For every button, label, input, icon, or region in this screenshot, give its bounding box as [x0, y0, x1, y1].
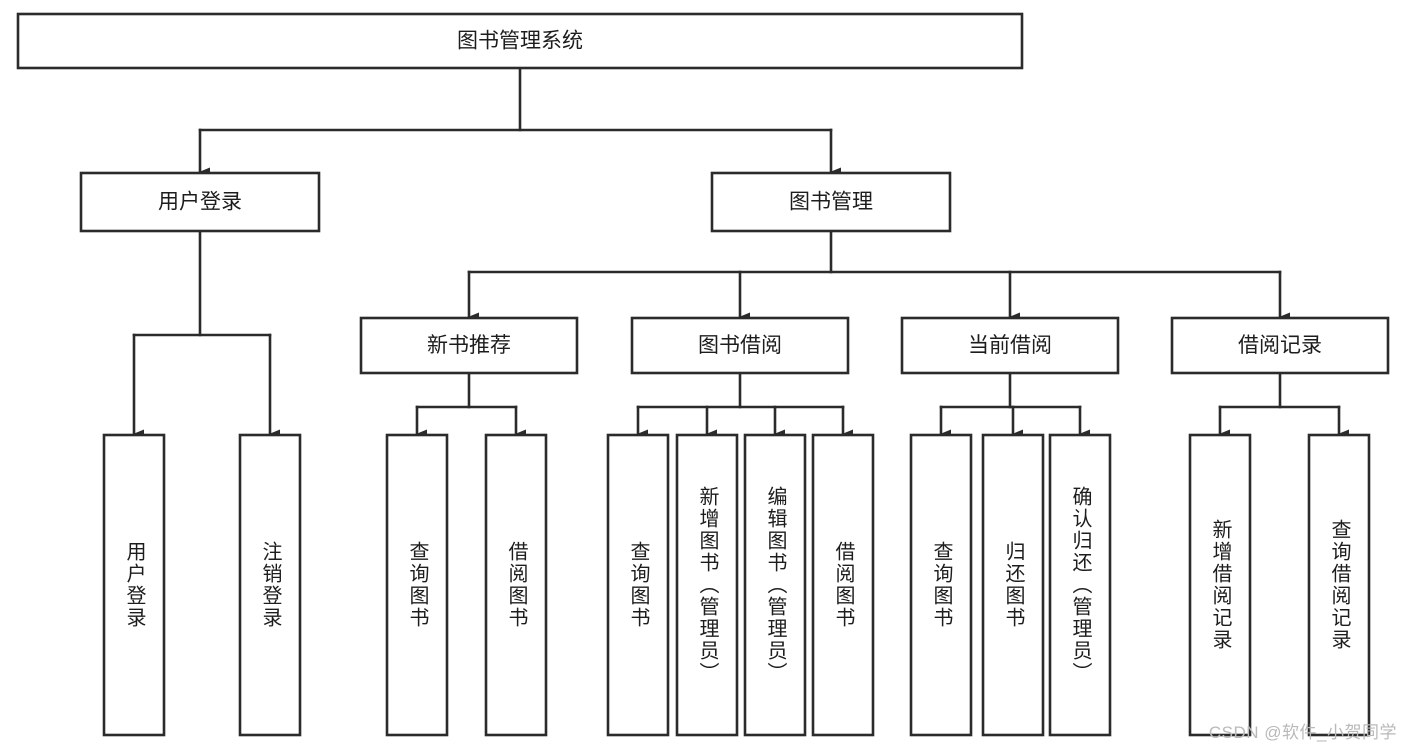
node-label-user-login: 用户登录 — [158, 191, 242, 214]
node-box-book-manage — [710, 171, 952, 233]
node-label-book-manage: 图书管理 — [789, 191, 873, 214]
node-label-new-book-recommend: 新书推荐 — [427, 334, 511, 357]
leaf-node-leaf-cb-confirm[interactable] — [1048, 433, 1112, 737]
leaf-box-leaf-br-query — [1307, 433, 1371, 737]
node-label-borrow-record: 借阅记录 — [1238, 334, 1322, 357]
leaf-node-leaf-bb-query[interactable] — [606, 433, 670, 737]
node-borrow-record[interactable]: 借阅记录 — [1170, 316, 1390, 375]
node-box-book-borrow — [630, 316, 850, 375]
node-label-book-borrow: 图书借阅 — [698, 334, 782, 357]
leaf-box-leaf-bb-query — [606, 433, 670, 737]
leaf-node-leaf-cb-query[interactable] — [909, 433, 973, 737]
leaf-box-leaf-cb-confirm — [1048, 433, 1112, 737]
leaf-node-leaf-nbr-borrow[interactable] — [484, 433, 548, 737]
leaf-box-leaf-user-logout — [238, 433, 302, 737]
leaf-node-leaf-user-logout[interactable] — [238, 433, 302, 737]
leaf-box-leaf-bb-borrow — [811, 433, 875, 737]
node-current-borrow[interactable]: 当前借阅 — [900, 316, 1120, 375]
connectors-layer — [132, 66, 1349, 439]
leaf-node-leaf-nbr-query[interactable] — [385, 433, 449, 737]
node-label-current-borrow: 当前借阅 — [968, 334, 1052, 357]
node-user-login[interactable]: 用户登录 — [79, 171, 321, 233]
leaf-box-leaf-cb-query — [909, 433, 973, 737]
node-box-new-book-recommend — [359, 316, 579, 375]
leaf-node-leaf-bb-edit[interactable] — [743, 433, 807, 737]
watermark-text: CSDN @软件_小贺同学 — [1208, 723, 1397, 742]
node-box-root — [16, 12, 1024, 70]
node-box-user-login — [79, 171, 321, 233]
leaf-box-leaf-nbr-borrow — [484, 433, 548, 737]
node-book-manage[interactable]: 图书管理 — [710, 171, 952, 233]
leaf-node-leaf-bb-borrow[interactable] — [811, 433, 875, 737]
leaf-box-leaf-bb-edit — [743, 433, 807, 737]
leaf-node-leaf-br-query[interactable] — [1307, 433, 1371, 737]
leaf-node-leaf-br-add[interactable] — [1188, 433, 1252, 737]
leaf-box-leaf-bb-add — [675, 433, 739, 737]
node-root[interactable]: 图书管理系统 — [16, 12, 1024, 70]
leaf-node-leaf-user-login[interactable] — [102, 433, 166, 737]
node-label-root: 图书管理系统 — [457, 30, 583, 53]
node-book-borrow[interactable]: 图书借阅 — [630, 316, 850, 375]
leaf-box-leaf-br-add — [1188, 433, 1252, 737]
node-new-book-recommend[interactable]: 新书推荐 — [359, 316, 579, 375]
leaf-box-leaf-user-login — [102, 433, 166, 737]
leaf-box-leaf-nbr-query — [385, 433, 449, 737]
leaf-node-leaf-bb-add[interactable] — [675, 433, 739, 737]
leaf-node-leaf-cb-return[interactable] — [981, 433, 1045, 737]
node-box-current-borrow — [900, 316, 1120, 375]
leaf-box-leaf-cb-return — [981, 433, 1045, 737]
node-box-borrow-record — [1170, 316, 1390, 375]
